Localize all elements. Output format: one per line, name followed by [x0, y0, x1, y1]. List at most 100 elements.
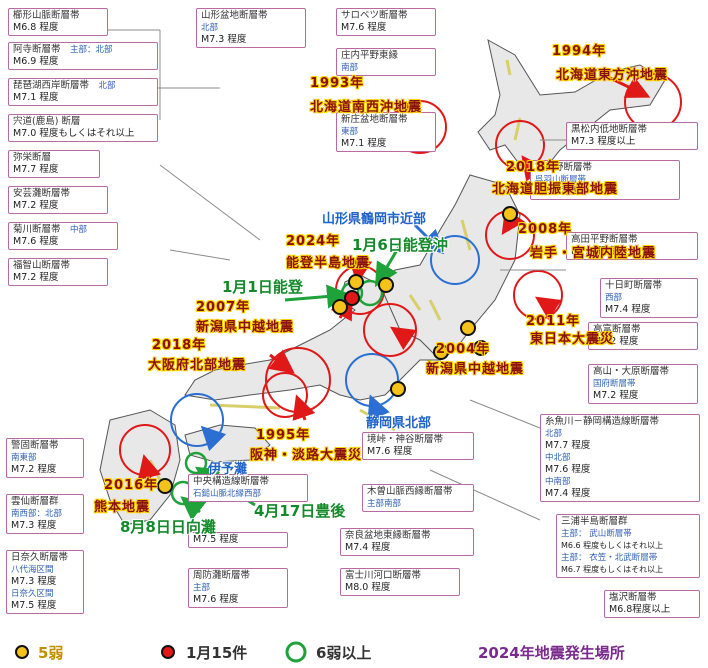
- quake-label-name: 岩手・宮城内陸地震: [530, 246, 657, 261]
- fault-box: 中央構造線断層帯石鎚山脈北縁西部: [188, 474, 308, 502]
- fault-name: 周防灘断層帯: [193, 570, 251, 581]
- fault-name: 三浦半島断層群: [561, 516, 628, 527]
- fault-sub: 西部: [605, 293, 623, 303]
- fault-mag: M7.4 程度: [345, 542, 391, 553]
- fault-name: 糸魚川－静岡構造線断層帯: [545, 416, 660, 427]
- fault-mag: M7.3 程度: [11, 520, 57, 531]
- fault-mag: M7.0 程度もしくはそれ以上: [13, 128, 135, 139]
- fault-name: 木曽山脈西縁断層帯: [367, 486, 453, 497]
- fault-box: 琵琶湖西岸断層帯 北部 M7.1 程度: [8, 78, 158, 106]
- fault-name: 阿寺断層帯: [13, 44, 61, 55]
- fault-name: 菊川断層帯: [13, 224, 61, 235]
- quake-label-year: 2007年: [196, 300, 251, 315]
- fault-sub: 北部: [98, 81, 116, 91]
- quake-label-year: 2018年: [506, 160, 561, 175]
- quake-label-year: 1995年: [256, 428, 311, 443]
- blue-circle-yamagata: [430, 235, 480, 285]
- label-bungo: 4月17日豊後: [254, 502, 346, 520]
- fault-mag: M7.2 程度: [571, 246, 617, 257]
- legend-weak5: 5弱: [38, 644, 64, 662]
- fault-sub: 東部: [341, 127, 359, 137]
- fault-name: 宍道(鹿島) 断層: [13, 116, 81, 127]
- fault-mag: M7.6 程度: [545, 464, 591, 475]
- fault-mag: M6.6 程度もしくはそれ以上: [561, 541, 664, 550]
- quake-label-year: 2011年: [526, 314, 581, 329]
- fault-name: 櫛形山脈断層帯: [13, 10, 80, 21]
- fault-name: 富良野断層帯: [535, 162, 593, 173]
- legend-title: 2024年地震発生場所: [478, 644, 625, 662]
- fault-mag: M7.2 程度: [535, 186, 581, 197]
- fault-name: 安芸灘断層帯: [13, 188, 71, 199]
- fault-sub: 南西部：北部: [11, 509, 63, 519]
- fault-sub: 主部： 武山断層帯: [561, 529, 632, 539]
- fault-name: 庄内平野東縁: [341, 50, 399, 61]
- fault-name: 琵琶湖西岸断層帯: [13, 80, 90, 91]
- fault-mag: M7.6 程度: [193, 594, 239, 605]
- fault-sub: 北部: [545, 429, 563, 439]
- fault-mag: M7.2 程度: [13, 200, 59, 211]
- jan15-markers: [344, 290, 360, 306]
- blue-circle-iyo: [170, 393, 224, 447]
- quake-label-year: 1994年: [552, 44, 607, 59]
- fault-name: 境峠・神谷断層帯: [367, 434, 444, 445]
- legend: 5弱 1月15件 6弱以上 2024年地震発生場所: [0, 636, 708, 668]
- fault-mag: M7.2 程度: [593, 336, 639, 347]
- fault-mag: M7.6 程度: [367, 446, 413, 457]
- quake-label-year: 2004年: [436, 342, 491, 357]
- fault-mag: M7.6 程度: [341, 22, 387, 33]
- fault-mag: M7.4 程度: [545, 488, 591, 499]
- fault-name: 雲仙断層群: [11, 496, 59, 507]
- fault-name: 高山・大原断層帯: [593, 366, 670, 377]
- quake-label-year: 1993年: [310, 76, 365, 91]
- fault-name: サロベツ断層帯: [341, 10, 408, 21]
- quake-label-name: 東日本大震災: [530, 332, 615, 347]
- jan15-legend-icon: [161, 645, 175, 659]
- quake-label-name: 熊本地震: [94, 500, 151, 515]
- fault-name: 奈良盆地東縁断層帯: [345, 530, 431, 541]
- fault-name: 警固断層帯: [11, 440, 59, 451]
- fault-name: 黒松内低地断層帯: [571, 124, 648, 135]
- fault-name: 塩沢断層帯: [609, 592, 657, 603]
- fault-mag: M7.7 程度: [545, 440, 591, 451]
- fault-mag: M6.9 程度: [13, 56, 59, 67]
- fault-sub: 南東部: [11, 453, 37, 463]
- fault-mag: M6.8程度以上: [609, 604, 671, 615]
- fault-sub: 主部： 衣笠・北武断層帯: [561, 553, 658, 563]
- label-hyuga: 8月8日日向灘: [120, 518, 216, 536]
- fault-mag: M7.1 程度: [13, 92, 59, 103]
- blue-circles: [170, 235, 480, 447]
- fault-mag: M6.7 程度もしくはそれ以上: [561, 565, 664, 574]
- legend-jan15: 1月15件: [186, 644, 248, 662]
- fault-mag: M7.3 程度以上: [571, 136, 636, 147]
- fault-mag: M6.8 程度: [13, 22, 59, 33]
- fault-name: 新庄盆地断層帯: [341, 114, 408, 125]
- fault-name: 富士川河口断層帯: [345, 570, 422, 581]
- weak5-markers: [157, 206, 518, 494]
- label-iyo: 伊予灘: [208, 462, 248, 477]
- fault-sub: 主部南部: [367, 499, 402, 509]
- fault-sub: 日奈久区間: [11, 589, 54, 599]
- fault-sub: 北部: [201, 23, 219, 33]
- quake-label-name: 北海道東方沖地震: [556, 68, 669, 83]
- fault-box: 木曽山脈西縁断層帯主部南部: [362, 484, 474, 512]
